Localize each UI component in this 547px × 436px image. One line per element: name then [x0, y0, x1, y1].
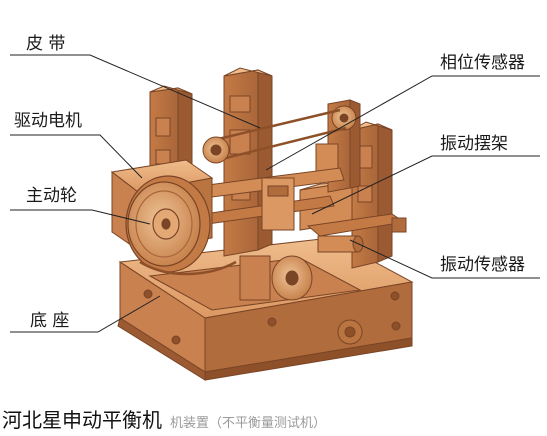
- rotor-spindle: [199, 167, 345, 231]
- subcaption: 机装置（不平衡量测试机）: [170, 416, 327, 431]
- leader-base: [10, 295, 161, 333]
- leader-phase-sensor: [265, 75, 540, 171]
- belt: [213, 108, 347, 162]
- phase-sensor-pulley: [202, 136, 230, 164]
- leader-belt: [10, 54, 261, 129]
- label-belt: 皮 带: [26, 34, 66, 54]
- lower-pulley: [239, 255, 313, 301]
- label-vibration-swing-frame: 振动摆架: [440, 134, 508, 154]
- label-phase-sensor: 相位传感器: [440, 53, 525, 73]
- label-base: 底 座: [30, 311, 70, 331]
- vibration-sensor: [317, 235, 364, 253]
- caption: 河北星申动平衡机: [2, 408, 162, 432]
- label-drive-motor: 驱动电机: [14, 111, 82, 131]
- leader-drive-motor: [10, 134, 143, 179]
- leader-lines: [10, 54, 540, 333]
- leader-drive-wheel: [10, 209, 151, 225]
- leader-swing-frame: [311, 155, 540, 215]
- vibration-swing-frame: [299, 121, 407, 269]
- drive-wheel: [125, 175, 237, 276]
- label-drive-wheel: 主动轮: [26, 186, 77, 206]
- label-vibration-sensor: 振动传感器: [440, 255, 525, 275]
- leader-vibration-sensor: [349, 239, 540, 279]
